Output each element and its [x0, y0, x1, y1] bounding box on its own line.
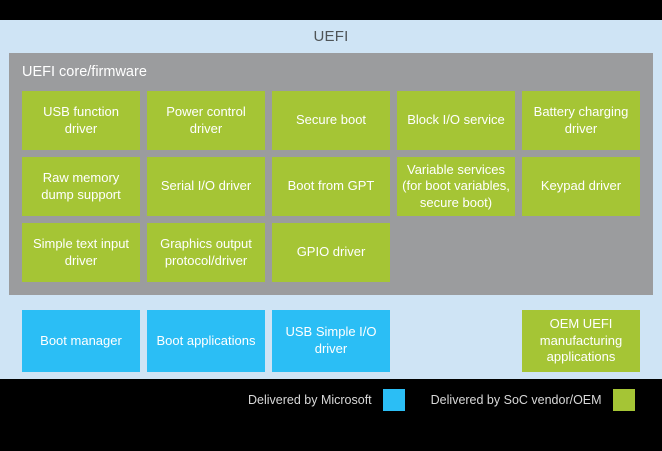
- component-boot-applications[interactable]: Boot applications: [147, 310, 265, 372]
- component-raw-memory-dump-support[interactable]: Raw memory dump support: [22, 157, 140, 216]
- core-grid-empty-cell: [522, 223, 640, 282]
- core-grid-row: Raw memory dump support Serial I/O drive…: [22, 157, 640, 216]
- component-graphics-output-protocol-driver[interactable]: Graphics output protocol/driver: [147, 223, 265, 282]
- component-boot-from-gpt[interactable]: Boot from GPT: [272, 157, 390, 216]
- legend-swatch-blue: [382, 389, 405, 411]
- legend-swatch-green: [612, 389, 635, 411]
- component-usb-simple-io-driver[interactable]: USB Simple I/O driver: [272, 310, 390, 372]
- application-row-spacer: [397, 310, 515, 372]
- component-power-control-driver[interactable]: Power control driver: [147, 91, 265, 150]
- core-panel-title: UEFI core/firmware: [22, 64, 147, 80]
- diagram-title: UEFI: [313, 28, 349, 45]
- component-usb-function-driver[interactable]: USB function driver: [22, 91, 140, 150]
- component-battery-charging-driver[interactable]: Battery charging driver: [522, 91, 640, 150]
- legend-label-soc-vendor-oem: Delivered by SoC vendor/OEM: [430, 393, 602, 407]
- component-simple-text-input-driver[interactable]: Simple text input driver: [22, 223, 140, 282]
- component-block-io-service[interactable]: Block I/O service: [397, 91, 515, 150]
- core-grid-empty-cell: [397, 223, 515, 282]
- core-grid-row: Simple text input driver Graphics output…: [22, 223, 640, 282]
- core-component-grid: USB function driver Power control driver…: [22, 91, 640, 282]
- component-oem-uefi-manufacturing-applications[interactable]: OEM UEFI manufacturing applications: [522, 310, 640, 372]
- component-variable-services[interactable]: Variable services (for boot variables, s…: [397, 157, 515, 216]
- legend-label-microsoft: Delivered by Microsoft: [248, 393, 372, 407]
- legend-item-soc-vendor-oem: Delivered by SoC vendor/OEM: [431, 389, 635, 411]
- uefi-application-row: Boot manager Boot applications USB Simpl…: [22, 310, 640, 372]
- component-boot-manager[interactable]: Boot manager: [22, 310, 140, 372]
- component-secure-boot[interactable]: Secure boot: [272, 91, 390, 150]
- component-gpio-driver[interactable]: GPIO driver: [272, 223, 390, 282]
- uefi-core-firmware-panel: UEFI core/firmware USB function driver P…: [9, 53, 653, 295]
- component-serial-io-driver[interactable]: Serial I/O driver: [147, 157, 265, 216]
- legend-bar: Delivered by Microsoft Delivered by SoC …: [0, 379, 662, 451]
- core-grid-row: USB function driver Power control driver…: [22, 91, 640, 150]
- component-keypad-driver[interactable]: Keypad driver: [522, 157, 640, 216]
- legend-item-microsoft: Delivered by Microsoft: [248, 389, 405, 411]
- legend-items: Delivered by Microsoft Delivered by SoC …: [248, 389, 635, 411]
